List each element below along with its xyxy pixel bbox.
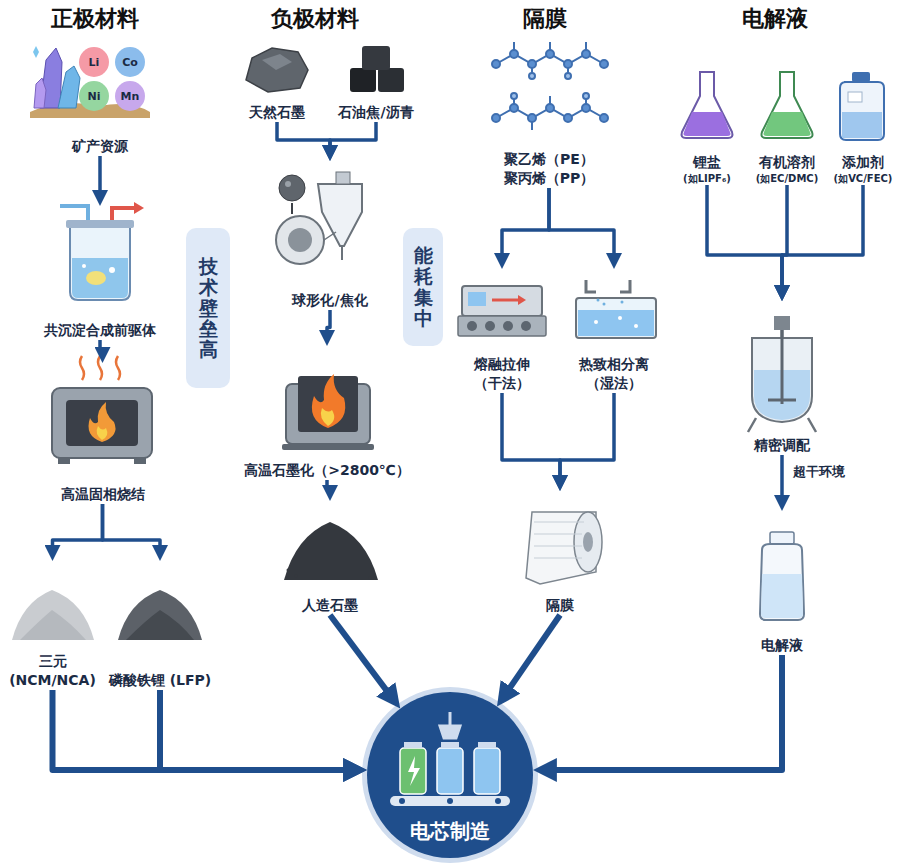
graphite-raw-icons <box>246 46 404 92</box>
flow-arrow <box>502 188 549 259</box>
flow-arrow <box>330 122 376 151</box>
node-caption: 热致相分离 （湿法） <box>557 355 671 393</box>
element-symbol: Ni <box>88 90 101 103</box>
node-subcaption: (如EC/DMC) <box>756 172 819 185</box>
flow-arrow <box>160 690 352 770</box>
flow-arrow <box>100 340 103 353</box>
flow-arrow <box>780 455 784 501</box>
natural-graphite-node: 天然石墨 <box>232 42 322 122</box>
flow-arrow <box>560 393 614 481</box>
artificial-graphite-node: 人造石墨 <box>265 500 395 615</box>
flow-arrow <box>53 690 353 770</box>
flow-arrow <box>782 185 863 291</box>
node-caption: 天然石墨 <box>249 103 305 122</box>
polymer-chain-icon <box>492 42 608 130</box>
node-caption: 熔融拉伸 （干法） <box>449 355 555 393</box>
node-caption: 聚乙烯（PE） 聚丙烯（PP） <box>473 150 625 188</box>
node-caption: 电解液 <box>761 636 803 655</box>
blending-tank-icon <box>748 316 816 432</box>
node-subcaption: (如VC/FEC) <box>834 172 893 185</box>
barrier-band: 技术壁垒高 <box>186 228 230 388</box>
flow-arrow <box>98 156 102 196</box>
node-caption: 有机溶剂 <box>759 153 815 172</box>
flow-arrow <box>548 655 782 770</box>
polymer-node: 聚乙烯（PE） 聚丙烯（PP） <box>473 38 625 188</box>
flow-arrow <box>502 393 560 481</box>
spheroidize-node: 球形化/焦化 <box>255 160 405 310</box>
graphitize-node: 高温石墨化（>2800℃） <box>212 345 442 480</box>
additive-node: 添加剂(如VC/FEC) <box>830 60 896 185</box>
node-caption: 人造石墨 <box>302 596 358 615</box>
element-symbol: Mn <box>121 90 140 103</box>
column-heading: 正极材料 <box>51 4 139 34</box>
node-caption: 高温石墨化（>2800℃） <box>244 461 410 480</box>
reactor-icon <box>60 202 144 300</box>
node-caption: 能耗集中 <box>414 245 433 329</box>
sintering-node: 高温固相烧结 <box>15 362 190 504</box>
node-caption: 添加剂 <box>842 153 884 172</box>
ncm-node: 三元 (NCM/NCA) <box>2 560 103 690</box>
electrolyte-node: 电解液 <box>742 510 822 655</box>
node-caption: 精密调配 <box>754 436 810 455</box>
precursor-node: 共沉淀合成前驱体 <box>20 205 180 340</box>
flow-arrow <box>327 310 330 336</box>
node-caption: 球形化/焦化 <box>292 291 367 310</box>
energy-band: 能耗集中 <box>403 228 443 346</box>
graphitize-furnace-icon <box>282 374 374 450</box>
electrolyte-bottle-icon <box>760 532 804 620</box>
hub-disc <box>367 692 533 858</box>
dry-process-node: 熔融拉伸 （干法） <box>449 268 555 393</box>
spheroidize-icon <box>276 172 362 264</box>
coke-node: 石油焦/沥青 <box>326 42 426 122</box>
wet-process-node: 热致相分离 （湿法） <box>557 268 671 393</box>
node-caption: 共沉淀合成前驱体 <box>44 321 156 340</box>
node-caption: 高温固相烧结 <box>61 485 145 504</box>
node-caption: 电芯制造 <box>410 818 490 845</box>
flow-arrow <box>549 188 614 259</box>
solvent-node: 有机溶剂(如EC/DMC) <box>746 60 828 185</box>
flow-arrow <box>103 504 161 551</box>
cell-line-icon <box>390 712 510 806</box>
edge-label: 超干环境 <box>790 462 848 482</box>
separator-node: 隔膜 <box>505 490 615 615</box>
node-caption: 锂盐 <box>693 153 721 172</box>
element-symbol: Co <box>122 56 138 69</box>
wet-bath-icon <box>576 280 656 338</box>
node-caption: 技术壁垒高 <box>199 256 218 360</box>
element-symbol: Li <box>89 56 100 69</box>
kiln-icon <box>52 356 152 464</box>
column-heading: 电解液 <box>742 4 808 34</box>
flow-arrow <box>506 615 561 694</box>
artificial-graphite-icon <box>284 522 378 580</box>
node-caption: 磷酸铁锂 (LFP) <box>109 671 211 690</box>
node-caption: 三元 (NCM/NCA) <box>2 652 103 690</box>
flow-arrow <box>327 480 330 491</box>
hub-ring <box>362 687 538 863</box>
separator-roll-icon <box>526 512 602 584</box>
column-heading: 负极材料 <box>271 4 359 34</box>
electrolyte-ingredient-icons <box>682 72 885 140</box>
column-heading: 隔膜 <box>523 4 567 34</box>
blending-node: 精密调配 <box>722 300 842 455</box>
flow-arrow <box>330 615 391 697</box>
dry-stretch-machine-icon <box>458 286 546 336</box>
powder-icons <box>12 590 202 640</box>
mineral-icon <box>30 46 150 118</box>
node-subcaption: (如LIPF₆) <box>683 172 731 185</box>
node-caption: 隔膜 <box>546 596 574 615</box>
node-caption: 矿产资源 <box>72 137 128 156</box>
node-caption: 石油焦/沥青 <box>338 103 413 122</box>
flow-arrow <box>277 122 330 151</box>
flow-arrow <box>53 504 103 551</box>
lithium-salt-node: 锂盐(如LIPF₆) <box>670 60 744 185</box>
cell-manufacturing-hub: 电芯制造 <box>362 687 538 863</box>
lfp-node: 磷酸铁锂 (LFP) <box>107 560 213 690</box>
flow-arrow <box>707 185 782 291</box>
